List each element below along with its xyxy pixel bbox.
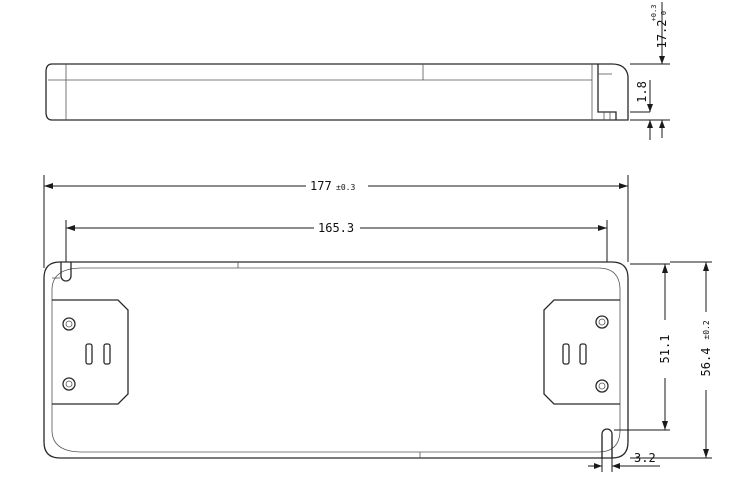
slot-bottom-right <box>601 428 613 458</box>
vertical-spacing-label: 51.1 <box>658 335 672 364</box>
top-view <box>43 261 629 459</box>
overall-length-dimension <box>43 175 629 268</box>
side-view <box>45 63 629 121</box>
flange-dimension <box>630 80 653 140</box>
overall-width-tolerance: ±0.2 <box>702 320 711 339</box>
mount-spacing-dimension <box>65 220 608 262</box>
height-label: 17.2 <box>655 20 669 49</box>
mount-spacing-label: 165.3 <box>318 221 354 235</box>
flange-label: 1.8 <box>635 81 649 103</box>
vertical-spacing-dimension <box>614 263 670 431</box>
slot-width-label: 3.2 <box>634 451 656 465</box>
overall-width-label: 56.4 <box>699 348 713 377</box>
overall-width-dimension <box>630 261 712 459</box>
height-tolerance-upper: +0.3 <box>650 5 658 22</box>
height-tolerance-lower: 0 <box>660 11 668 15</box>
overall-length-label: 177 <box>310 179 332 193</box>
right-terminal-block <box>543 299 620 405</box>
overall-length-tolerance: ±0.3 <box>336 183 355 192</box>
left-terminal-block <box>52 299 129 405</box>
slot-top-left <box>60 262 72 282</box>
slot-width-dimension <box>588 436 660 472</box>
